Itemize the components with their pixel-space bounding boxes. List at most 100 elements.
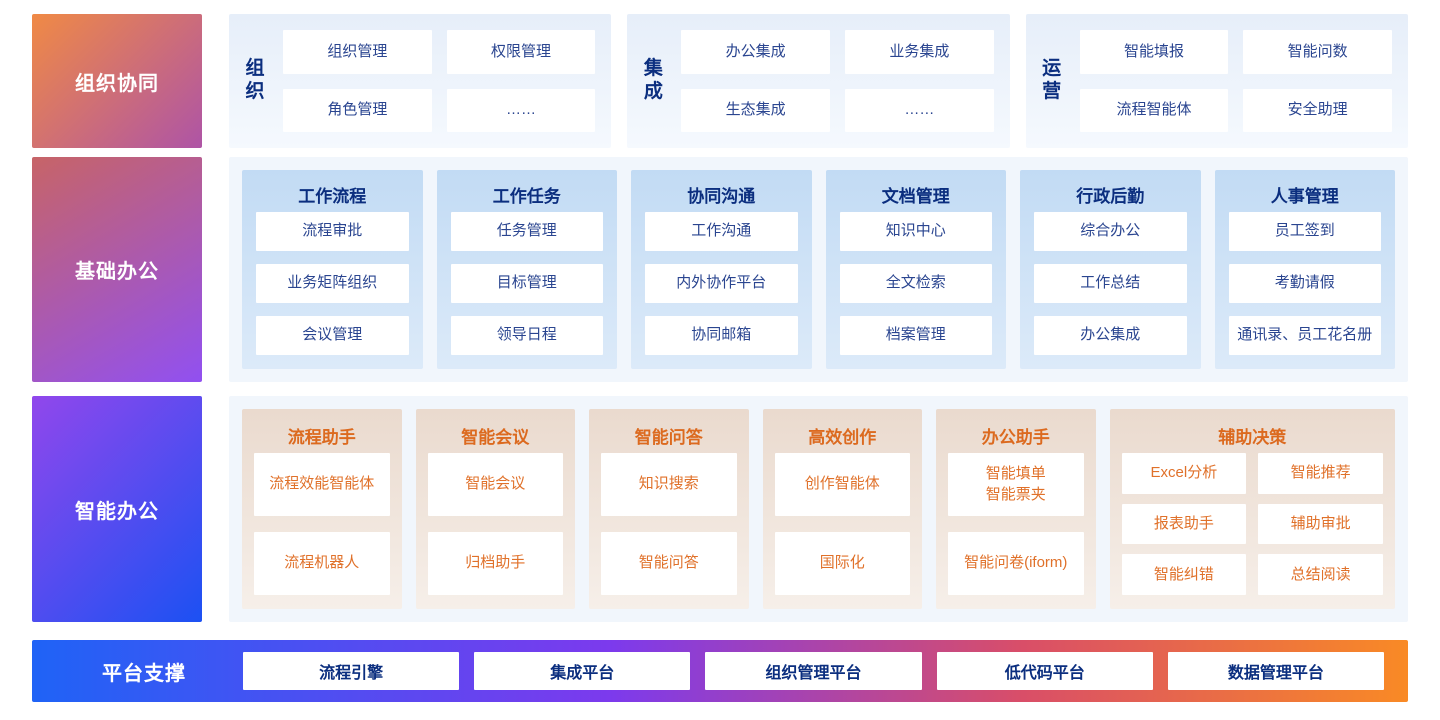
footer-bar: 平台支撑 流程引擎集成平台组织管理平台低代码平台数据管理平台 [32,640,1408,702]
column: 行政后勤综合办公工作总结办公集成 [1020,170,1201,369]
group-panel: 集成办公集成业务集成生态集成 …… [627,14,1010,148]
column: 办公助手智能填单 智能票夹智能问卷(iform) [936,409,1096,609]
group-panel: 组织组织管理权限管理角色管理…… [229,14,612,148]
column-header: 智能会议 [461,427,530,447]
column-items: 知识搜索智能问答 [601,453,737,595]
item-box: 国际化 [774,532,910,595]
item-box: 流程审批 [256,212,409,251]
item-box: 业务集成 [844,30,994,74]
column: 智能问答知识搜索智能问答 [589,409,749,609]
column-items: 智能填单 智能票夹智能问卷(iform) [948,453,1084,595]
column-header: 办公助手 [981,427,1050,447]
item-box: 智能问卷(iform) [948,532,1084,595]
column-header: 工作流程 [298,186,367,206]
item-box: 辅助审批 [1258,503,1384,545]
item-box: 智能填单 智能票夹 [948,453,1084,516]
item-box: …… [446,88,596,132]
footer-item-box: 组织管理平台 [705,652,922,690]
item-box: 办公集成 [1034,316,1187,355]
item-box: 档案管理 [839,316,992,355]
column-header: 文档管理 [881,186,950,206]
item-box: 归档助手 [427,532,563,595]
column-items: 创作智能体国际化 [774,453,910,595]
group-items: 组织管理权限管理角色管理…… [283,30,596,132]
row-label-2: 基础办公 [32,157,202,382]
item-box: 智能问数 [1243,30,1392,74]
group-items: 办公集成业务集成生态集成 …… [681,30,994,132]
column-header: 人事管理 [1270,186,1339,206]
item-box: 权限管理 [446,30,596,74]
footer-item-box: 数据管理平台 [1167,652,1385,690]
footer-item-box: 集成平台 [474,652,691,690]
item-box: 流程效能智能体 [254,453,390,516]
column-items: 综合办公工作总结办公集成 [1034,212,1187,355]
item-box: 内外协作平台 [645,264,798,303]
item-box: 总结阅读 [1258,554,1384,595]
item-box: 角色管理 [283,88,432,132]
column-items: 知识中心全文检索档案管理 [839,212,992,355]
item-box: 工作总结 [1034,264,1187,303]
item-box: 综合办公 [1034,212,1187,251]
item-box: …… [844,88,994,132]
row-label-1: 组织协同 [32,14,202,148]
column-header: 工作任务 [492,186,561,206]
item-box: 安全助理 [1243,88,1392,132]
column-items: 工作沟通内外协作平台协同邮箱 [645,212,798,355]
item-box: 工作沟通 [645,212,798,251]
column-header: 智能问答 [634,427,703,447]
item-box: 办公集成 [681,30,830,74]
item-box: 业务矩阵组织 [256,264,409,303]
item-box: 会议管理 [256,316,409,355]
item-box: 协同邮箱 [645,316,798,355]
column-items: 任务管理目标管理领导日程 [450,212,603,355]
column: 辅助决策 Excel分析智能推荐报表助手辅助审批智能纠错总结阅读 [1109,409,1396,609]
column-items: 流程效能智能体流程机器人 [254,453,390,595]
column-items: Excel分析智能推荐报表助手辅助审批智能纠错总结阅读 [1121,453,1384,595]
item-box: 智能推荐 [1258,453,1384,494]
row-band-3: 智能办公流程助手流程效能智能体流程机器人智能会议智能会议归档助手智能问答知识搜索… [32,396,1408,622]
column: 协同沟通工作沟通内外协作平台协同邮箱 [631,170,812,369]
item-box: 目标管理 [450,264,603,303]
item-box: 智能纠错 [1121,554,1247,595]
item-box: Excel分析 [1121,453,1247,494]
column-header: 协同沟通 [687,186,756,206]
item-box: 流程机器人 [254,532,390,595]
column: 文档管理知识中心全文检索档案管理 [825,170,1006,369]
column: 工作流程流程审批业务矩阵组织会议管理 [242,170,423,369]
row-band-1: 组织协同组织组织管理权限管理角色管理……集成办公集成业务集成生态集成……运营智能… [32,14,1408,148]
group-panel: 运营智能填报智能问数流程智能体安全助理 [1025,14,1408,148]
column: 智能会议智能会议归档助手 [415,409,575,609]
footer-item-box: 低代码平台 [936,652,1153,690]
item-box: 任务管理 [450,212,603,251]
group-items: 智能填报智能问数流程智能体安全助理 [1079,30,1392,132]
column-header: 辅助决策 [1218,427,1287,447]
column: 人事管理员工签到考勤请假通讯录、员工花名册 [1214,170,1395,369]
column: 工作任务任务管理目标管理领导日程 [436,170,617,369]
row2-panel: 工作流程流程审批业务矩阵组织会议管理工作任务任务管理目标管理领导日程协同沟通工作… [229,157,1408,382]
item-box: 全文检索 [839,264,992,303]
item-box: 智能会议 [427,453,563,516]
item-box: 通讯录、员工花名册 [1228,316,1381,355]
column-header: 高效创作 [808,427,877,447]
row3-panel: 流程助手流程效能智能体流程机器人智能会议智能会议归档助手智能问答知识搜索智能问答… [229,396,1408,622]
item-box: 生态集成 [681,88,830,132]
item-box: 员工签到 [1228,212,1381,251]
column-items: 智能会议归档助手 [427,453,563,595]
item-box: 智能问答 [601,532,737,595]
item-box: 报表助手 [1121,503,1247,545]
row-label-3: 智能办公 [32,396,202,622]
footer-label: 平台支撑 [102,662,186,685]
column: 流程助手流程效能智能体流程机器人 [242,409,402,609]
group-name: 组织 [245,58,265,102]
row1-groups: 组织组织管理权限管理角色管理……集成办公集成业务集成生态集成……运营智能填报智能… [229,14,1408,148]
group-name: 运营 [1042,58,1062,102]
column-items: 流程审批业务矩阵组织会议管理 [256,212,409,355]
item-box: 知识搜索 [601,453,737,516]
row-band-2: 基础办公工作流程流程审批业务矩阵组织会议管理工作任务任务管理目标管理领导日程协同… [32,157,1408,382]
column-items: 员工签到考勤请假通讯录、员工花名册 [1228,212,1381,355]
column-header: 流程助手 [287,427,356,447]
group-name: 集成 [643,58,663,102]
item-box: 智能填报 [1079,30,1229,74]
footer-item-box: 流程引擎 [243,652,460,690]
